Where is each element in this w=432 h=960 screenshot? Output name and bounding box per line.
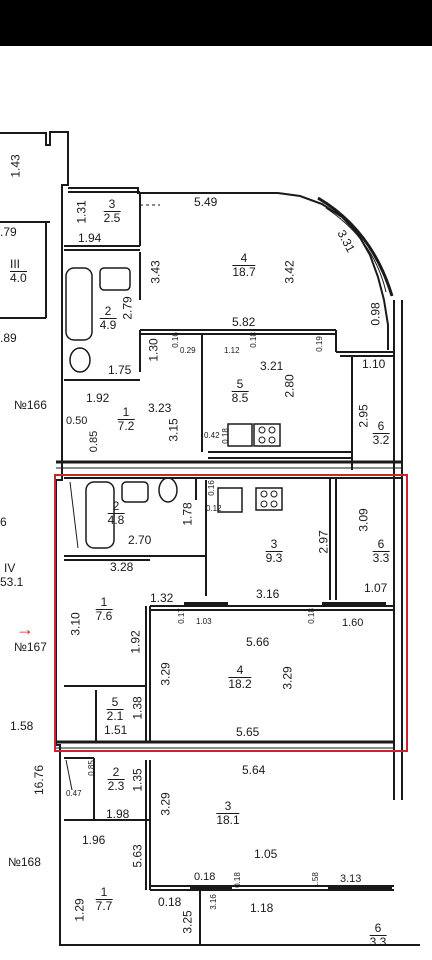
dimension-label: 3.09 — [356, 508, 371, 532]
dimension-label: 5.66 — [246, 635, 270, 649]
dimension-label: 0.17 — [176, 608, 186, 624]
dimension-label: 1.31 — [74, 200, 89, 224]
arrow-right-icon: → — [16, 619, 34, 639]
apartment-number: №166 — [14, 398, 47, 412]
dimension-label: 1.30 — [146, 338, 161, 362]
dimension-label: 5.65 — [236, 725, 260, 739]
dimension-label: 1.12 — [224, 346, 240, 355]
dimension-label: 0.19 — [314, 336, 324, 352]
dimension-label: 0.85 — [86, 760, 96, 776]
dimension-label: 0.29 — [180, 346, 196, 355]
dimension-label: 1.78 — [180, 502, 195, 526]
dimension-label: 1.05 — [254, 847, 278, 861]
dimension-label: 0.18 — [194, 871, 216, 883]
dimension-label: 3.21 — [260, 359, 284, 373]
dimension-label: 0.85 — [88, 430, 101, 453]
dimension-label: 0.42 — [204, 431, 220, 440]
dimension-label: 3.29 — [158, 662, 173, 686]
dimension-label: 1.51 — [104, 723, 128, 737]
dimension-label: 1.18 — [250, 901, 274, 915]
dimension-label: 0.47 — [66, 789, 82, 798]
dimension-label: .79 — [0, 225, 17, 239]
dimension-label: 3.13 — [340, 873, 362, 885]
dimension-label: 5.64 — [242, 763, 266, 777]
dimension-label: 1.98 — [106, 807, 130, 821]
dimension-label: 2.80 — [282, 374, 297, 398]
dimension-label: 3.25 — [180, 910, 195, 934]
dimension-label: 0.18 — [220, 428, 230, 444]
partial-unit-label: IV — [4, 561, 16, 575]
dimension-label: 3.29 — [158, 792, 173, 816]
dimension-label: 16.76 — [32, 764, 47, 796]
dimension-label: 0.18 — [158, 895, 182, 909]
dimension-label: 5.49 — [194, 195, 218, 209]
dimension-label: 1.07 — [364, 581, 388, 595]
dimension-label: 1.60 — [342, 617, 364, 629]
apartment-number: №168 — [8, 855, 41, 869]
dimension-label: 3.16 — [208, 894, 218, 910]
dimension-label: 0.16 — [170, 332, 180, 348]
dimension-label: 1.96 — [82, 833, 106, 847]
dimension-label: 3.29 — [280, 666, 295, 690]
dimension-label: 2.97 — [316, 530, 331, 554]
dimension-label: 2.79 — [120, 296, 135, 320]
floor-plan-walls — [0, 131, 420, 946]
dimension-label: 1.03 — [196, 617, 212, 626]
dimension-label: 1.94 — [78, 231, 102, 245]
dimension-label: 0.16 — [206, 480, 216, 496]
partial-room-label: 6 — [0, 515, 7, 529]
dimension-label: 1.92 — [128, 630, 143, 654]
status-bar — [0, 0, 432, 46]
partial-unit-area: 53.1 — [0, 575, 24, 589]
dimension-label: 3.28 — [110, 560, 134, 574]
dimension-label: 2.95 — [356, 404, 371, 428]
dimension-label: .89 — [0, 331, 17, 345]
dimension-label: 0.50 — [66, 415, 88, 427]
apartment-167-highlight — [54, 474, 408, 752]
dimension-label: 3.43 — [148, 260, 163, 284]
dimension-label: 0.18 — [232, 872, 242, 888]
dimension-label: 1.58 — [10, 719, 34, 733]
dimension-label: 0.98 — [368, 302, 383, 326]
dimension-label: 3.42 — [282, 260, 297, 284]
dimension-label: 1.35 — [130, 768, 145, 792]
dimension-label: 2.70 — [128, 533, 152, 547]
dimension-label: 1.10 — [362, 357, 386, 371]
dimension-label: 1.58 — [310, 872, 320, 888]
dimension-label: 1.29 — [72, 898, 87, 922]
dimension-label: 0.18 — [306, 608, 316, 624]
dimension-label: 1.38 — [130, 696, 145, 720]
dimension-label: 5.63 — [130, 844, 145, 868]
dimension-label: 1.92 — [86, 391, 110, 405]
dimension-label: 3.15 — [166, 418, 181, 442]
dimension-label: 3.23 — [148, 401, 172, 415]
dimension-label: 5.82 — [232, 315, 256, 329]
dimension-label: 1.75 — [108, 363, 132, 377]
apartment-number: №167 — [14, 640, 47, 654]
dimension-label: 3.16 — [256, 587, 280, 601]
dimension-label: 0.18 — [248, 332, 258, 348]
dimension-label: 1.32 — [150, 591, 174, 605]
dimension-label: 3.10 — [68, 612, 83, 636]
dimension-label: 1.43 — [8, 154, 23, 178]
dimension-label: 0.12 — [206, 504, 222, 513]
